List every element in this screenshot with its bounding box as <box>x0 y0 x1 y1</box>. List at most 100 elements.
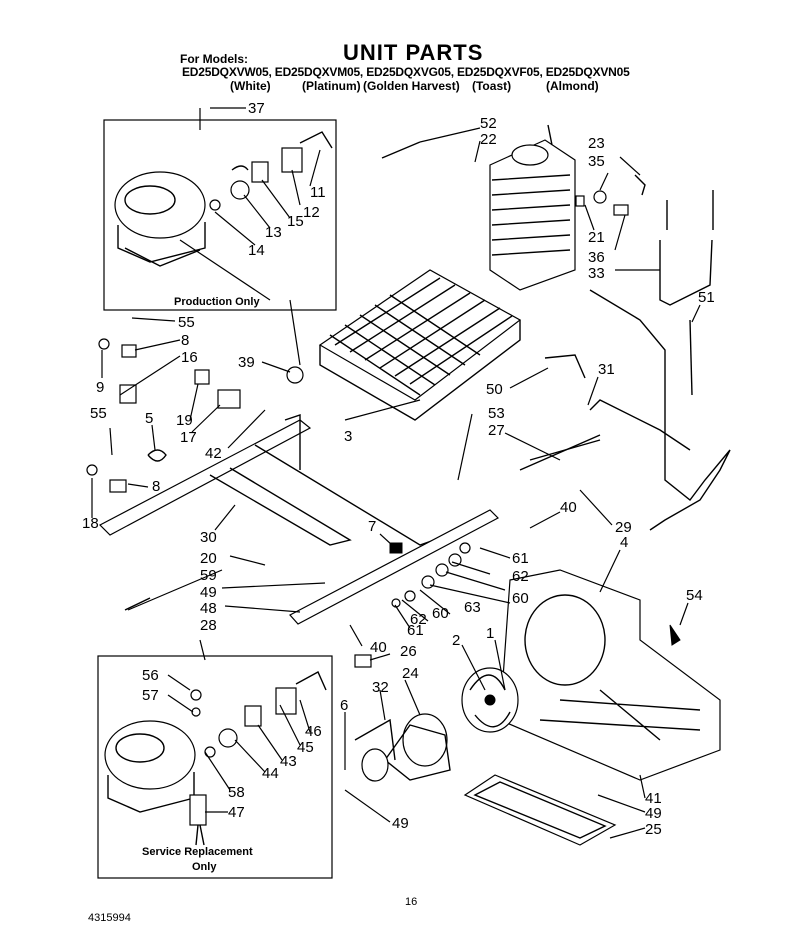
page-title: UNIT PARTS <box>343 40 484 65</box>
callout-42: 42 <box>205 445 222 462</box>
callout-29: 29 <box>615 519 632 536</box>
callout-3: 3 <box>344 428 352 445</box>
models-line: ED25DQXVW05, ED25DQXVM05, ED25DQXVG05, E… <box>182 65 630 79</box>
callout-25: 25 <box>645 821 662 838</box>
callout-7: 7 <box>368 518 376 535</box>
callout-60-lower: 60 <box>432 605 449 622</box>
callout-22: 22 <box>480 131 497 148</box>
color-toast: (Toast) <box>472 79 512 93</box>
callout-9: 9 <box>96 379 104 396</box>
fan-motor <box>354 713 451 782</box>
fan-bracket <box>499 569 721 781</box>
service-replacement-label: Service Replacement <box>142 846 253 858</box>
callout-37: 37 <box>248 100 265 117</box>
callout-49: 49 <box>200 584 217 601</box>
callout-32: 32 <box>372 679 389 696</box>
callout-50: 50 <box>486 381 503 398</box>
callout-59: 59 <box>200 567 217 584</box>
callout-21: 21 <box>588 229 605 246</box>
callout-58: 58 <box>228 784 245 801</box>
callout-33: 33 <box>588 265 605 282</box>
callout-17: 17 <box>180 429 197 446</box>
callout-49-right: 49 <box>645 805 662 822</box>
callout-31: 31 <box>598 361 615 378</box>
condenser-coil <box>489 124 576 291</box>
callout-41: 41 <box>645 790 662 807</box>
compressor-production <box>114 171 206 267</box>
callout-54: 54 <box>686 587 703 604</box>
callout-60: 60 <box>512 590 529 607</box>
callout-18: 18 <box>82 515 99 532</box>
callout-40-lower: 40 <box>370 639 387 656</box>
service-only-label: Only <box>192 861 217 873</box>
callout-47: 47 <box>228 804 245 821</box>
callout-16: 16 <box>181 349 198 366</box>
production-only-box: Production Only <box>103 119 337 311</box>
callout-13: 13 <box>265 224 282 241</box>
callout-24: 24 <box>402 665 419 682</box>
callout-6: 6 <box>340 697 348 714</box>
callout-55-lower: 55 <box>90 405 107 422</box>
callout-48: 48 <box>200 600 217 617</box>
callout-1: 1 <box>486 625 494 642</box>
callout-45: 45 <box>297 739 314 756</box>
service-replacement-box: Service Replacement Only <box>97 655 333 879</box>
callout-46: 46 <box>305 723 322 740</box>
frame-rails <box>98 414 499 625</box>
page-number: 16 <box>405 896 418 908</box>
callout-12: 12 <box>303 204 320 221</box>
callout-49-bottom: 49 <box>392 815 409 832</box>
callout-35: 35 <box>588 153 605 170</box>
callout-19: 19 <box>176 412 193 429</box>
callout-62-lower: 62 <box>410 611 427 628</box>
callout-61-lower: 61 <box>407 622 424 639</box>
callout-labels: 37 52 22 23 35 11 12 15 13 14 21 36 33 5… <box>82 100 715 838</box>
fan-blade <box>461 667 519 733</box>
callout-61: 61 <box>512 550 529 567</box>
callout-52: 52 <box>480 115 497 132</box>
callout-20: 20 <box>200 550 217 567</box>
for-models-label: For Models: <box>180 52 248 66</box>
compressor-service <box>104 720 196 813</box>
callout-43: 43 <box>280 753 297 770</box>
color-platinum: (Platinum) <box>302 79 361 93</box>
callout-63: 63 <box>464 599 481 616</box>
callout-27: 27 <box>488 422 505 439</box>
callout-15: 15 <box>287 213 304 230</box>
callout-57: 57 <box>142 687 159 704</box>
callout-2: 2 <box>452 632 460 649</box>
color-almond: (Almond) <box>546 79 599 93</box>
color-white: (White) <box>230 79 271 93</box>
callout-8-lower: 8 <box>152 478 160 495</box>
callout-40: 40 <box>560 499 577 516</box>
leader-lines <box>91 107 701 839</box>
callout-55: 55 <box>178 314 195 331</box>
callout-23: 23 <box>588 135 605 152</box>
callout-53: 53 <box>488 405 505 422</box>
callout-8: 8 <box>181 332 189 349</box>
relay-parts-service <box>189 671 327 846</box>
callout-14: 14 <box>248 242 265 259</box>
production-only-label: Production Only <box>174 296 260 308</box>
callout-44: 44 <box>262 765 279 782</box>
evaporator-coil <box>318 269 522 421</box>
callout-36: 36 <box>588 249 605 266</box>
callout-26: 26 <box>400 643 417 660</box>
callout-4: 4 <box>620 534 628 551</box>
callout-51: 51 <box>698 289 715 306</box>
callout-11: 11 <box>310 184 326 201</box>
callout-39: 39 <box>238 354 255 371</box>
relay-parts-production <box>209 131 333 211</box>
callout-62: 62 <box>512 568 529 585</box>
refrigerant-tubing <box>589 190 731 531</box>
document-number: 4315994 <box>88 912 131 924</box>
callout-30: 30 <box>200 529 217 546</box>
color-golden-harvest: (Golden Harvest) <box>363 79 460 93</box>
callout-28: 28 <box>200 617 217 634</box>
small-parts <box>86 174 681 668</box>
drain-pan <box>463 774 617 846</box>
callout-5: 5 <box>145 410 153 427</box>
drier <box>519 434 601 471</box>
callout-56: 56 <box>142 667 159 684</box>
